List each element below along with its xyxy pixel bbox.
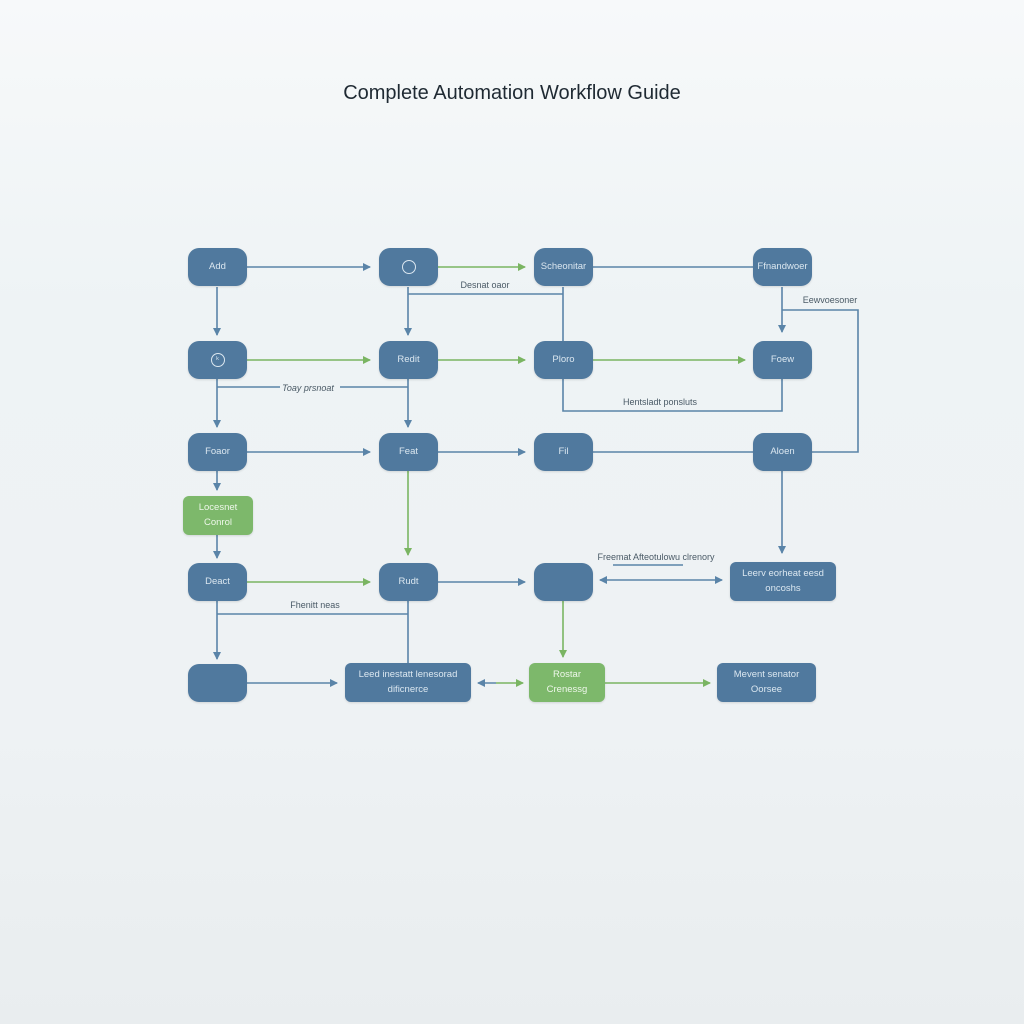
- node-leerv[interactable]: Leerv eorheat eesd oncoshs: [730, 562, 836, 601]
- circle-icon: [401, 260, 416, 274]
- edge-label: Freemat Afteotulowu clrenory: [597, 552, 715, 562]
- node-rudt[interactable]: Rudt: [379, 563, 438, 601]
- edge-label: Hentsladt ponsluts: [622, 397, 698, 407]
- node-circle[interactable]: [379, 248, 438, 286]
- node-rostar[interactable]: Rostar Crenessg: [529, 663, 605, 702]
- node-clock[interactable]: ᵏ: [188, 341, 247, 379]
- node-aloen[interactable]: Aloen: [753, 433, 812, 471]
- node-mevent[interactable]: Mevent senator Oorsee: [717, 663, 816, 702]
- node-fil[interactable]: Fil: [534, 433, 593, 471]
- edge: [562, 379, 783, 412]
- node-locesnet[interactable]: Locesnet Conrol: [183, 496, 253, 535]
- node-empty-1[interactable]: [534, 563, 593, 601]
- node-add[interactable]: Add: [188, 248, 247, 286]
- node-feat[interactable]: Feat: [379, 433, 438, 471]
- edge-label: Toay prsnoat: [282, 383, 334, 393]
- edge-label: Fhenitt neas: [290, 600, 340, 610]
- node-deact[interactable]: Deact: [188, 563, 247, 601]
- node-foew[interactable]: Foew: [753, 341, 812, 379]
- node-ploro[interactable]: Ploro: [534, 341, 593, 379]
- node-ffnandwoer[interactable]: Ffnandwoer: [753, 248, 812, 286]
- clock-icon: ᵏ: [210, 353, 225, 367]
- node-empty-2[interactable]: [188, 664, 247, 702]
- node-redit[interactable]: Redit: [379, 341, 438, 379]
- node-leed[interactable]: Leed inestatt lenesorad dificnerce: [345, 663, 471, 702]
- node-scheonitar[interactable]: Scheonitar: [534, 248, 593, 286]
- diagram-title: Complete Automation Workflow Guide: [343, 82, 681, 104]
- edge-label: Desnat oaor: [460, 280, 510, 290]
- node-foaor[interactable]: Foaor: [188, 433, 247, 471]
- edge: [782, 309, 859, 453]
- edge-label: Eewvoesoner: [802, 295, 858, 305]
